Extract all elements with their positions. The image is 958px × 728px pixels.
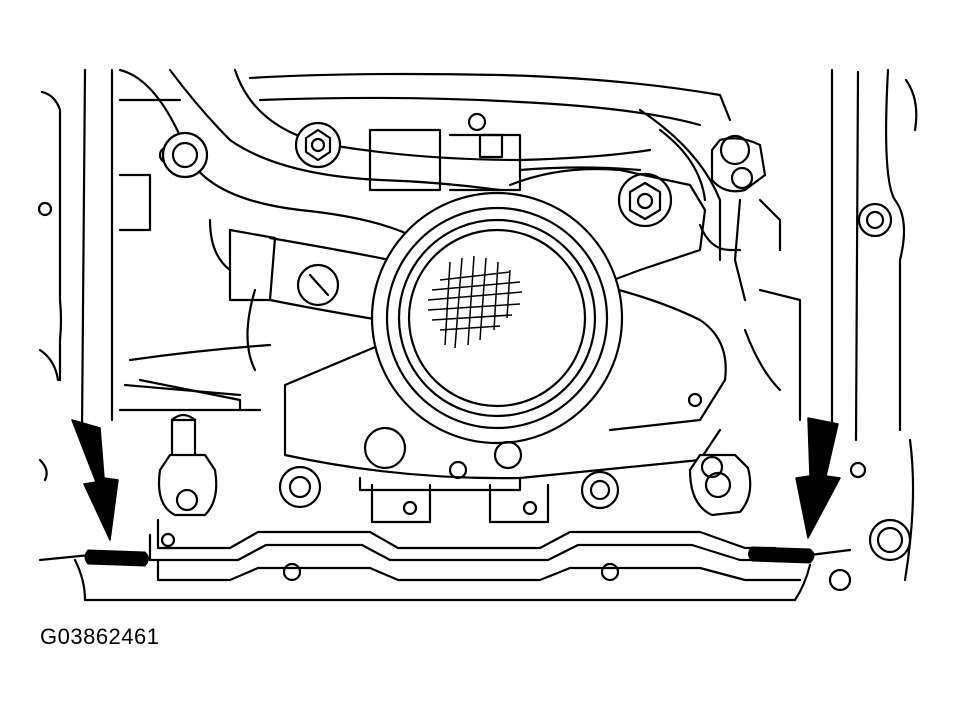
left-casing xyxy=(37,68,114,482)
down-arrow-icon xyxy=(795,417,841,539)
bolt-top-mid xyxy=(294,121,342,169)
timing-cover xyxy=(118,167,802,480)
bolt-lower-right xyxy=(688,453,752,517)
bolt-lower-2 xyxy=(580,470,620,510)
pump-holes xyxy=(358,392,703,492)
lower-tabs xyxy=(370,483,550,524)
right-casing xyxy=(830,68,918,582)
bolt-lower-1 xyxy=(278,465,322,509)
bolt-top-right xyxy=(710,134,767,193)
figure-id-label: G03862461 xyxy=(40,624,160,649)
sealant-mark-right xyxy=(748,546,815,564)
seal-hatch xyxy=(427,255,523,349)
upper-housing xyxy=(118,68,732,262)
oil-pan-flange xyxy=(38,518,852,602)
upper-bracket xyxy=(368,128,642,192)
bolt-center-right xyxy=(617,172,673,228)
crankshaft-seal xyxy=(370,191,624,445)
sealant-mark-left xyxy=(84,549,149,567)
down-arrow-icon xyxy=(71,419,119,541)
bolt-lower-left-stud xyxy=(157,413,218,517)
bolt-top-left xyxy=(161,131,209,179)
